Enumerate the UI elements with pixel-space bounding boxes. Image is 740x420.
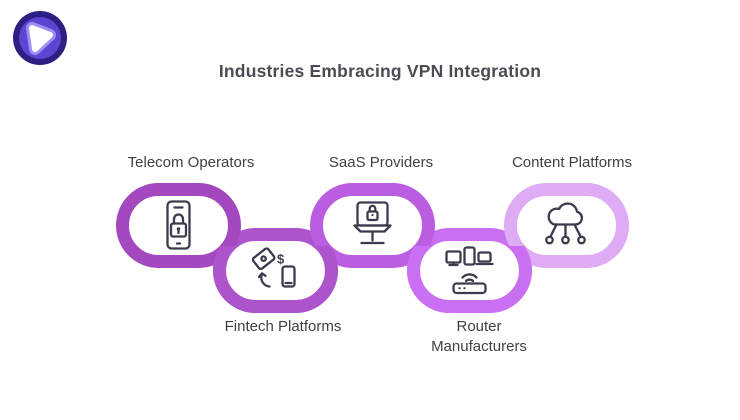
chain-link-content	[504, 183, 629, 268]
chain-diagram: $	[116, 183, 629, 313]
label-content-platforms: Content Platforms	[511, 154, 633, 171]
label-saas-providers: SaaS Providers	[328, 154, 434, 171]
label-telecom-operators: Telecom Operators	[127, 154, 255, 171]
page-title: Industries Embracing VPN Integration	[218, 61, 542, 81]
svg-text:$: $	[277, 252, 285, 267]
phone-lock-icon	[166, 200, 191, 250]
label-router-manufacturers: Router Manufacturers	[431, 318, 527, 355]
label-fintech-platforms: Fintech Platforms	[224, 318, 342, 335]
laptop-lock-icon	[353, 201, 392, 245]
chain-interlock-overlay	[213, 246, 532, 313]
chain-link-saas	[310, 183, 435, 268]
router-devices-icon	[445, 246, 494, 295]
vpn-brand-logo-icon	[13, 11, 67, 65]
chain-link-telecom	[116, 183, 241, 268]
cloud-network-icon	[545, 202, 586, 245]
money-transfer-icon: $	[251, 247, 296, 288]
